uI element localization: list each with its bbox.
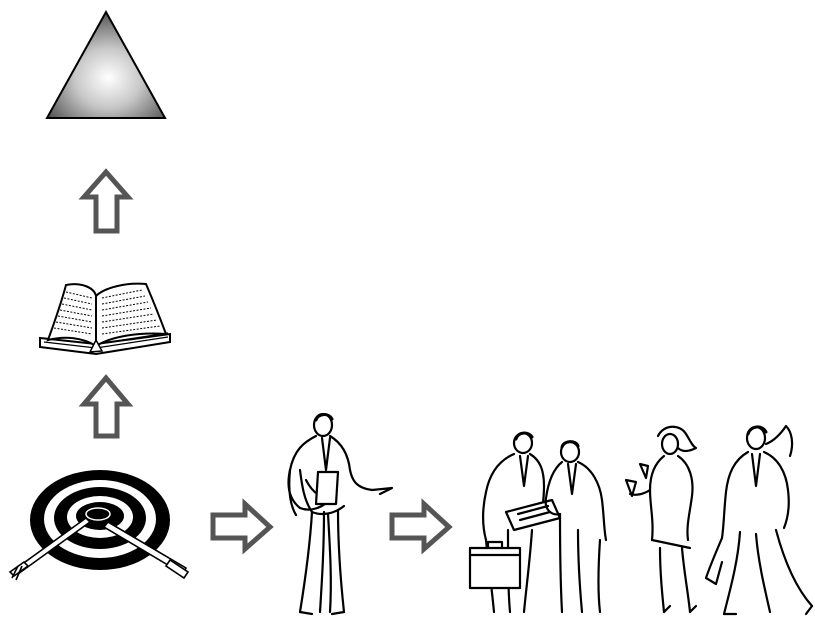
- right-arrow-icon: [389, 498, 453, 555]
- target-with-darts-icon: [8, 470, 190, 581]
- pyramid-icon: [45, 9, 167, 119]
- right-arrow-icon: [210, 498, 274, 555]
- business-meeting-icon: [468, 431, 608, 614]
- open-book-icon: [39, 282, 171, 356]
- socializing-people-icon: [624, 424, 814, 616]
- up-arrow-icon: [78, 374, 134, 439]
- presenting-person-icon: [287, 412, 394, 616]
- up-arrow-icon: [78, 168, 134, 234]
